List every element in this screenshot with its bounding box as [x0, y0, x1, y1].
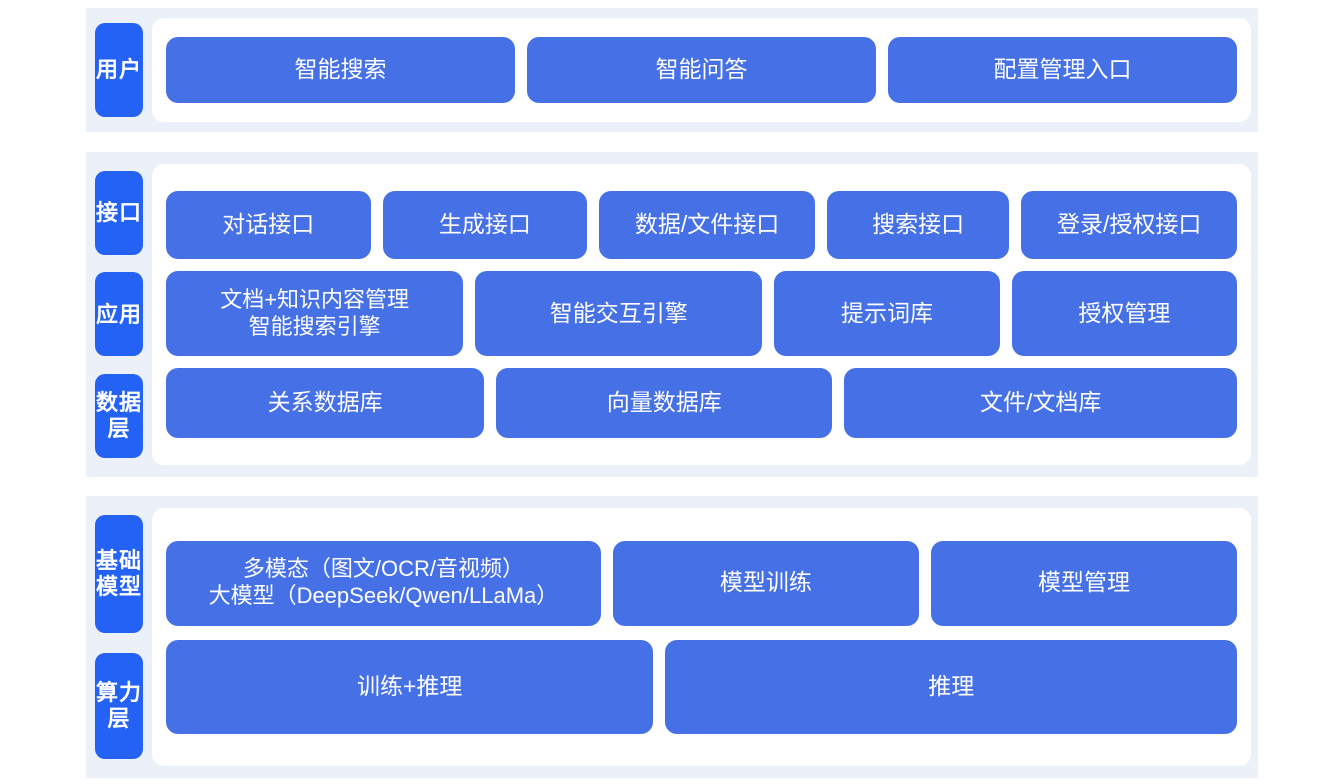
section-base-layers: 基础模型 算力层 多模态（图文/OCR/音视频） 大模型（DeepSeek/Qw… [86, 496, 1258, 778]
row-interface-layer: 对话接口 生成接口 数据/文件接口 搜索接口 登录/授权接口 [166, 191, 1237, 259]
box-multimodal-large-model[interactable]: 多模态（图文/OCR/音视频） 大模型（DeepSeek/Qwen/LLaMa） [166, 540, 601, 626]
section-user-layer: 用户 智能搜索 智能问答 配置管理入口 [86, 8, 1258, 132]
box-training-inference[interactable]: 训练+推理 [166, 639, 654, 734]
layer-tab-interface[interactable]: 接口 [95, 170, 143, 255]
panel-user-layer: 智能搜索 智能问答 配置管理入口 [152, 18, 1251, 122]
box-authorization-management[interactable]: 授权管理 [1011, 271, 1237, 356]
box-intelligent-search[interactable]: 智能搜索 [166, 37, 515, 103]
panel-base-layers: 多模态（图文/OCR/音视频） 大模型（DeepSeek/Qwen/LLaMa）… [152, 508, 1251, 766]
layer-tab-column-user: 用户 [86, 8, 152, 132]
layer-tab-column-middle: 接口 应用 数据层 [86, 152, 152, 477]
box-dialog-api[interactable]: 对话接口 [166, 191, 371, 259]
box-data-file-api[interactable]: 数据/文件接口 [599, 191, 815, 259]
box-intelligent-qa[interactable]: 智能问答 [527, 37, 876, 103]
box-file-document-store[interactable]: 文件/文档库 [844, 368, 1237, 438]
box-document-knowledge-management[interactable]: 文档+知识内容管理 智能搜索引擎 [166, 271, 464, 356]
row-application-layer: 文档+知识内容管理 智能搜索引擎 智能交互引擎 提示词库 授权管理 [166, 271, 1237, 356]
layer-tab-data[interactable]: 数据层 [95, 374, 143, 459]
row-compute-layer: 训练+推理 推理 [166, 639, 1237, 734]
layer-tab-user[interactable]: 用户 [95, 23, 143, 117]
row-data-layer: 关系数据库 向量数据库 文件/文档库 [166, 368, 1237, 438]
box-config-management-entry[interactable]: 配置管理入口 [888, 37, 1237, 103]
box-relational-database[interactable]: 关系数据库 [166, 368, 485, 438]
layer-tab-column-base: 基础模型 算力层 [86, 496, 152, 778]
box-prompt-library[interactable]: 提示词库 [774, 271, 1000, 356]
box-inference[interactable]: 推理 [665, 639, 1237, 734]
box-vector-database[interactable]: 向量数据库 [496, 368, 833, 438]
section-middle-layers: 接口 应用 数据层 对话接口 生成接口 数据/文件接口 搜索接口 登录/授权接口… [86, 152, 1258, 477]
row-model-layer: 多模态（图文/OCR/音视频） 大模型（DeepSeek/Qwen/LLaMa）… [166, 540, 1238, 626]
box-interaction-engine[interactable]: 智能交互引擎 [475, 271, 763, 356]
layer-tab-base-model[interactable]: 基础模型 [95, 515, 143, 633]
panel-middle-layers: 对话接口 生成接口 数据/文件接口 搜索接口 登录/授权接口 文档+知识内容管理… [152, 164, 1251, 465]
box-generation-api[interactable]: 生成接口 [382, 191, 588, 259]
box-search-api[interactable]: 搜索接口 [826, 191, 1010, 259]
box-login-auth-api[interactable]: 登录/授权接口 [1021, 191, 1237, 259]
box-model-training[interactable]: 模型训练 [612, 540, 919, 626]
layer-tab-application[interactable]: 应用 [95, 272, 143, 357]
layer-tab-compute[interactable]: 算力层 [95, 653, 143, 759]
box-model-management[interactable]: 模型管理 [930, 540, 1238, 626]
row-user-entries: 智能搜索 智能问答 配置管理入口 [166, 37, 1237, 103]
